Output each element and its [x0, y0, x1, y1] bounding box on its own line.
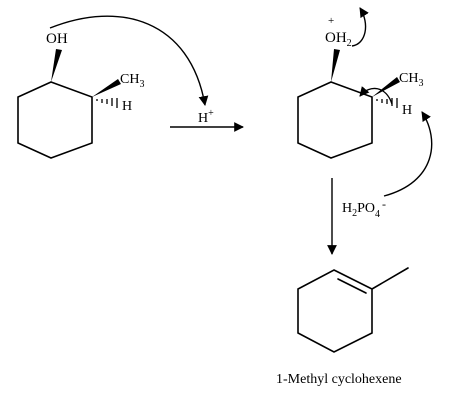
intermediate-molecule: + OH2 CH3 H [297, 15, 423, 159]
product-name: 1-Methyl cyclohexene [276, 372, 402, 387]
intermediate-methyl-wedge [372, 77, 400, 97]
oxonium-label: OH [325, 30, 347, 46]
reactant-methyl-wedge [92, 79, 121, 97]
intermediate-methyl-text: CH3 [399, 71, 423, 89]
reactant-molecule: OH CH3 H [17, 31, 144, 159]
proton-charge: + [208, 108, 214, 119]
oxonium-charge: + [328, 15, 334, 27]
base-po-sub: 4 [375, 209, 380, 220]
base-text: H2PO4 [342, 201, 380, 220]
base-po: PO [357, 201, 375, 216]
product-methyl-bond [371, 267, 409, 290]
reactant-h-label: H [122, 99, 132, 114]
base-h: H [342, 201, 352, 216]
reactant-methyl-label: CH [120, 72, 139, 87]
reactant-methyl-text: CH3 [120, 72, 144, 90]
reactant-oh-label: OH [46, 31, 68, 47]
reactant-oh-wedge [51, 49, 62, 82]
proton-label: H [198, 111, 208, 126]
curved-arrow-protonation [49, 15, 209, 106]
curved-arrow-leaving-group [351, 7, 369, 47]
intermediate-methyl-label: CH [399, 71, 418, 86]
intermediate-ring [297, 81, 373, 159]
reactant-ring [17, 81, 93, 159]
curved-arrow-deprotonation [383, 111, 433, 197]
intermediate-h-hash [376, 98, 398, 108]
product-double-bond [337, 278, 367, 294]
intermediate-oh2-wedge [331, 49, 340, 82]
curved-arrow-pi-bond [359, 86, 393, 105]
reactant-methyl-sub: 3 [139, 79, 144, 90]
proton-text: H+ [198, 108, 214, 126]
oxonium-sub: 2 [347, 38, 352, 49]
reactant-h-hash [96, 98, 118, 108]
product-molecule [297, 267, 409, 353]
intermediate-h-label: H [402, 103, 412, 118]
product-ring [297, 269, 373, 353]
base-charge: - [382, 197, 386, 211]
base-h-sub: 2 [352, 208, 357, 219]
oxonium-text: OH2 [325, 30, 352, 49]
intermediate-methyl-sub: 3 [418, 78, 423, 89]
